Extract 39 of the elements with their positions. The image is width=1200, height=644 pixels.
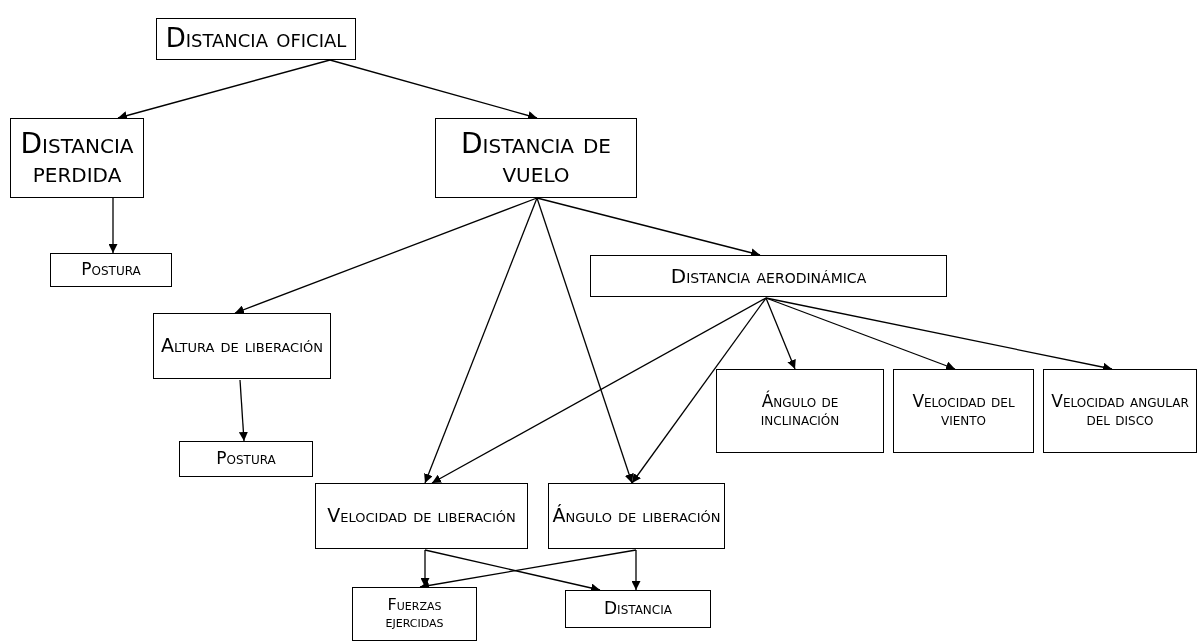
- concept-box: [352, 587, 477, 641]
- arrow: [424, 197, 538, 484]
- concept-box: [315, 483, 528, 549]
- arrow: [631, 549, 641, 591]
- concept-box: [50, 253, 172, 287]
- concept-label: Distancia aerodinámica: [670, 265, 867, 287]
- concept-label: Postura: [216, 450, 276, 468]
- arrow: [238, 379, 248, 442]
- concept-label: Velocidad angular del disco: [1050, 393, 1190, 429]
- concept-box: [565, 590, 711, 628]
- arrow: [536, 197, 634, 484]
- concept-box: [1043, 369, 1197, 453]
- arrow: [234, 197, 538, 314]
- concept-label: Distancia oficial: [165, 25, 347, 53]
- concept-box: [716, 369, 884, 453]
- concept-box: [10, 118, 144, 198]
- concept-label: Distancia de vuelo: [460, 128, 612, 188]
- arrow: [765, 297, 956, 371]
- concept-box: [590, 255, 947, 297]
- concept-label: Ángulo de liberación: [552, 506, 721, 526]
- concept-box: [179, 441, 313, 477]
- arrow: [108, 197, 118, 254]
- arrow: [431, 297, 767, 484]
- concept-label: Velocidad del viento: [911, 393, 1016, 429]
- concept-label: Distancia perdida: [19, 128, 135, 188]
- concept-label: Velocidad de liberación: [327, 506, 516, 526]
- concept-box: [893, 369, 1034, 453]
- arrow: [765, 297, 796, 370]
- concept-box: [156, 18, 356, 60]
- concept-label: Postura: [81, 261, 141, 279]
- concept-label: Fuerzas ejercidas: [384, 597, 445, 631]
- concept-box: [153, 313, 331, 379]
- arrow: [329, 59, 538, 120]
- concept-label: Altura de liberación: [161, 336, 323, 356]
- concept-box: [435, 118, 637, 198]
- arrow: [631, 297, 767, 484]
- concept-box: [548, 483, 725, 549]
- arrow: [117, 59, 331, 120]
- concept-label: Distancia: [604, 600, 672, 618]
